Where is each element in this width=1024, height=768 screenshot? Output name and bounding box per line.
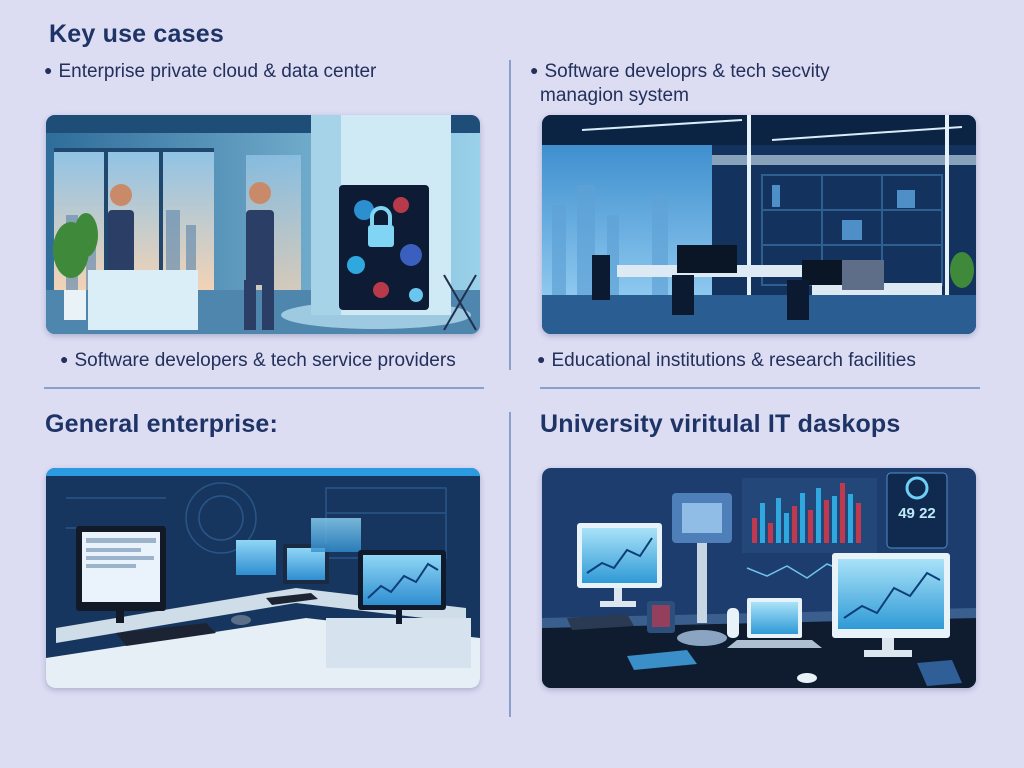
divider-right: [540, 387, 980, 389]
divider-top-vertical: [509, 60, 511, 370]
bullet-software-security-text: Software developrs & tech secvity: [544, 61, 830, 82]
display-readout: 49 22: [898, 505, 936, 522]
bullet-software-security: ● Software developrs & tech secvity manag…: [530, 60, 950, 108]
bullet-software-developers: ● Software developers & tech service prov…: [60, 349, 456, 373]
image-datacenter-office: [46, 115, 480, 334]
image-tech-office: [542, 115, 976, 334]
image-enterprise-workstations: [46, 468, 480, 688]
image-university-lab: 49 22: [542, 468, 976, 688]
heading-general-enterprise: General enterprise:: [45, 410, 279, 438]
bullet-dot: ●: [60, 351, 69, 367]
bullet-educational-institutions: ● Educational institutions & research fac…: [537, 349, 916, 373]
heading-university-desktops: University viritulal IT daskops: [540, 410, 901, 438]
bullet-software-security-text-2: managion system: [540, 85, 689, 106]
page-title: Key use cases: [49, 20, 224, 48]
bullet-educational-institutions-text: Educational institutions & research faci…: [551, 350, 916, 371]
bullet-software-developers-text: Software developers & tech service provi…: [74, 350, 456, 371]
bullet-enterprise-cloud: ● Enterprise private cloud & data center: [44, 60, 376, 84]
bullet-dot: ●: [537, 351, 546, 367]
bullet-enterprise-cloud-text: Enterprise private cloud & data center: [58, 61, 377, 82]
divider-bottom-vertical: [509, 412, 511, 717]
bullet-dot: ●: [530, 62, 539, 78]
divider-left: [44, 387, 484, 389]
bullet-dot: ●: [44, 62, 53, 78]
